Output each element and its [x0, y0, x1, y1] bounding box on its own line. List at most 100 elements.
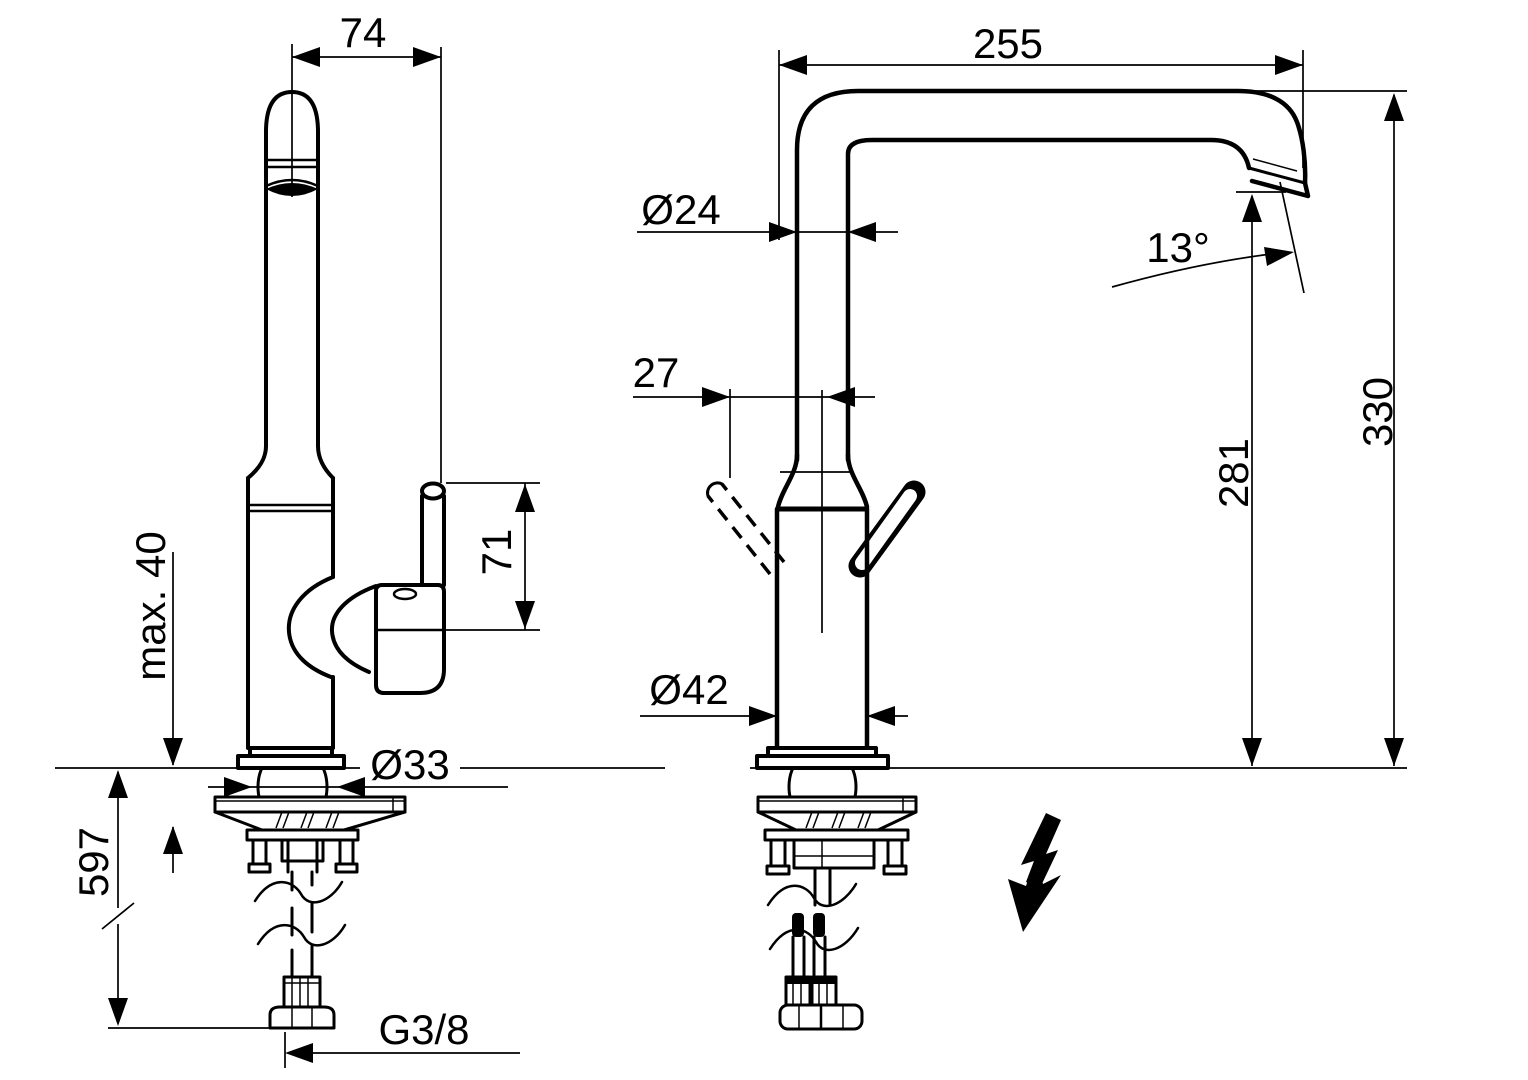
front-taper-right [845, 452, 870, 510]
side-base-flange [236, 754, 346, 770]
dim-330: 330 [1245, 90, 1407, 766]
side-aerator-rim [264, 178, 320, 188]
lightning-bolt-arrowhead [1008, 858, 1061, 932]
front-stud-left [769, 838, 787, 868]
dim-g38-label: G3/8 [378, 1006, 469, 1053]
dim-42: Ø42 [640, 666, 908, 726]
side-hose [290, 870, 314, 979]
side-shank [256, 766, 329, 799]
front-stud-right [886, 838, 904, 868]
front-spout-cap-top [1247, 166, 1307, 185]
side-stud-right-nut [334, 862, 359, 874]
side-hose-break-lower [256, 923, 347, 947]
side-aerator-outlet [266, 183, 318, 196]
side-lever-rod [420, 494, 446, 587]
dim-max40-arrows [163, 738, 183, 854]
side-spout-outline [246, 90, 335, 480]
dim-g38-arrow [285, 1043, 313, 1063]
dim-24-label: Ø24 [641, 186, 720, 233]
side-hose-socket [286, 838, 319, 874]
dim-g38: G3/8 [284, 1006, 520, 1068]
front-spout-outlet-face [1249, 178, 1311, 199]
front-hose-break-lower [768, 926, 860, 952]
dim-74: 74 [292, 9, 442, 483]
front-lever-fill [855, 489, 917, 570]
dim-255-label: 255 [973, 20, 1043, 67]
dimensions: 74 255 Ø24 13° 27 [70, 9, 1407, 1068]
dim-13deg-arrow [1264, 247, 1294, 266]
side-seal-hatch [275, 811, 340, 829]
dim-27-label: 27 [633, 349, 680, 396]
front-washer-detail [758, 797, 916, 812]
dim-max40-label: max. 40 [127, 531, 174, 680]
front-connector-nut-facets [798, 1005, 844, 1029]
dim-13deg-label: 13° [1146, 224, 1210, 271]
dim-597-label: 597 [70, 827, 117, 897]
dim-42-label: Ø42 [649, 666, 728, 713]
front-spout-cap-seam [1252, 158, 1298, 172]
front-spout-inner [845, 137, 1252, 463]
dim-33-label: Ø33 [370, 741, 449, 788]
side-connector-nut-facets [291, 1007, 313, 1028]
side-handle-scurve-outer [286, 575, 335, 679]
front-hose-end-left [792, 913, 804, 937]
side-ferrule-detail [284, 977, 320, 1007]
front-lever-dashed-position [706, 482, 786, 576]
dim-max40: max. 40 [127, 531, 183, 873]
lightning-bolt-shaft [1021, 813, 1061, 888]
side-stud-right [338, 838, 355, 866]
dim-281-label: 281 [1210, 438, 1257, 508]
side-connector-nut [268, 1005, 336, 1030]
side-under-deck-hardware [213, 766, 407, 1030]
side-hose-ferrule [282, 975, 322, 1009]
dim-24: Ø24 [637, 186, 898, 242]
side-hose-break-upper [253, 880, 344, 904]
side-mounting-washer [213, 795, 407, 814]
side-stud-left [251, 838, 268, 866]
front-base-flange [755, 754, 890, 770]
dim-71: 71 [446, 482, 540, 631]
front-taper-left [775, 452, 800, 510]
side-handle-scurve-inner [329, 584, 378, 674]
front-centerline [780, 390, 852, 633]
dim-281: 281 [1210, 191, 1286, 766]
dim-24-arrows [769, 222, 876, 242]
front-seal-hatch [805, 811, 872, 829]
side-seal-cone [213, 810, 407, 832]
side-handle-screw [392, 587, 418, 601]
side-view [236, 44, 446, 770]
dim-33: Ø33 [208, 741, 508, 797]
front-under-deck-hardware [756, 766, 918, 1031]
side-stud-left-nut [247, 862, 272, 874]
front-hose-end-right [813, 913, 825, 937]
outlet-axis-line [1279, 181, 1305, 294]
dim-71-label: 71 [473, 529, 520, 576]
front-stud-right-nut [882, 864, 908, 876]
dim-330-label: 330 [1354, 377, 1401, 447]
front-shank [787, 766, 858, 799]
side-clamp-block [280, 838, 325, 863]
dim-597-arrows [108, 770, 128, 1026]
front-body-edges [774, 506, 870, 751]
front-seal-cone [756, 810, 918, 832]
front-ferrule-detail [792, 984, 828, 1007]
dim-255-extensions [778, 50, 1304, 240]
front-hose-break-upper [766, 882, 858, 908]
side-washer-detail [215, 797, 405, 812]
front-hoses [791, 935, 827, 979]
dim-27: 27 [633, 349, 875, 478]
side-spout-ring [264, 158, 320, 169]
front-clamp-block-detail [794, 840, 874, 868]
front-stud-left-nut [765, 864, 791, 876]
dim-74-label: 74 [340, 9, 387, 56]
side-body-joint-ring [246, 503, 335, 513]
front-clamp-block [792, 838, 876, 870]
lightning-arrow-symbol [1008, 813, 1061, 932]
side-lever-tip [420, 481, 446, 501]
front-ferrule-right-band [812, 977, 836, 984]
front-ferrule-left-band [786, 977, 810, 984]
front-mounting-washer [756, 795, 918, 814]
